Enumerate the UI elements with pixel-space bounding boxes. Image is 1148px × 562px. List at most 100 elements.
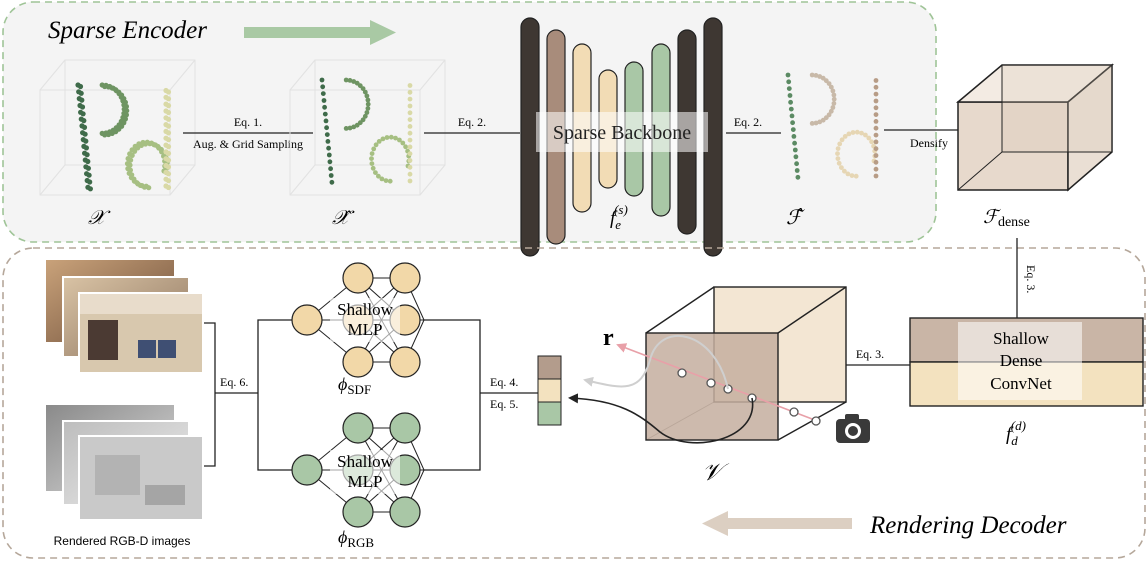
- point: [379, 176, 385, 182]
- point: [320, 91, 326, 96]
- rendered-rgbd-label: Rendered RGB-D images: [54, 534, 191, 548]
- point: [831, 96, 837, 102]
- point: [347, 78, 353, 83]
- point: [323, 118, 329, 124]
- sample-point: [677, 368, 687, 378]
- point: [846, 131, 852, 137]
- point: [790, 127, 796, 132]
- point: [795, 174, 801, 180]
- point: [85, 158, 91, 165]
- sample-point: [789, 407, 799, 417]
- point: [165, 157, 172, 163]
- point: [365, 101, 371, 107]
- point: [360, 86, 366, 91]
- point: [839, 137, 845, 143]
- point: [84, 152, 90, 158]
- mlp-node: [389, 262, 421, 294]
- rgb-image-chair: [138, 340, 156, 358]
- point: [407, 178, 413, 184]
- point: [393, 135, 398, 141]
- rgb-mlp-line2: MLP: [348, 472, 383, 491]
- point: [873, 125, 879, 131]
- point: [830, 105, 836, 110]
- point: [407, 103, 413, 109]
- point: [165, 130, 172, 136]
- rgb-mlp-line1: Shallow: [337, 452, 393, 471]
- encoder-title: Sparse Encoder: [48, 17, 207, 44]
- point: [165, 96, 172, 102]
- point: [326, 152, 332, 158]
- eq6-label: Eq. 6.: [220, 375, 248, 389]
- point: [165, 171, 172, 177]
- point: [343, 77, 349, 83]
- point: [866, 135, 872, 141]
- point: [873, 91, 879, 97]
- point: [407, 110, 413, 116]
- symbol-phi-rgb: ϕRGB: [338, 527, 374, 550]
- point: [83, 145, 89, 151]
- point: [842, 134, 848, 139]
- point: [79, 97, 85, 103]
- point: [403, 144, 408, 150]
- point: [407, 158, 413, 163]
- encoder-border: [2, 1, 937, 243]
- encoder-direction-arrow: [244, 20, 396, 45]
- camera-ray: [616, 343, 821, 423]
- point: [131, 176, 137, 182]
- point: [787, 93, 793, 98]
- point: [371, 146, 377, 152]
- point: [376, 173, 381, 179]
- eq3-horizontal-label: Eq. 3.: [856, 347, 884, 361]
- point: [786, 86, 792, 91]
- point: [793, 154, 799, 160]
- point: [790, 120, 795, 126]
- point: [836, 160, 842, 166]
- point: [320, 84, 326, 90]
- point: [407, 151, 413, 157]
- point: [373, 142, 379, 148]
- mlp-node: [291, 454, 323, 486]
- point: [165, 184, 172, 191]
- point: [83, 138, 89, 144]
- sample-point: [811, 416, 821, 426]
- symbol-f-hat: ℱ̂: [786, 207, 805, 229]
- rgb-mlp: [291, 412, 425, 528]
- point: [127, 162, 133, 168]
- point: [407, 124, 413, 129]
- point: [165, 144, 172, 150]
- point: [165, 103, 172, 109]
- input-point-cloud: [39, 59, 196, 196]
- convnet-line2: Dense: [1000, 351, 1042, 370]
- point: [80, 111, 86, 117]
- decoder-direction-arrow: [702, 511, 852, 536]
- point: [873, 105, 879, 111]
- convnet-line1: Shallow: [993, 329, 1049, 348]
- symbol-f-dense: ℱdense: [983, 207, 1030, 230]
- point: [365, 97, 371, 103]
- point: [873, 139, 879, 145]
- point: [146, 185, 152, 191]
- sdf-mlp-line1: Shallow: [337, 300, 393, 319]
- point: [373, 170, 378, 176]
- rgb-query-arc: [568, 393, 754, 444]
- feature-point-cloud: [785, 72, 879, 180]
- decoder-border: [2, 247, 1146, 559]
- point: [321, 98, 327, 103]
- point: [813, 120, 819, 126]
- rgb-mlp-label-box: [330, 450, 400, 494]
- point: [407, 130, 413, 136]
- mlp-output-bracket: [424, 319, 538, 471]
- point: [324, 132, 330, 138]
- mlp-node: [389, 346, 421, 378]
- symbol-fd-sub: d: [1011, 433, 1018, 448]
- point: [397, 137, 402, 143]
- point: [817, 119, 823, 125]
- point: [842, 168, 847, 174]
- output-vector: [537, 355, 562, 426]
- point: [369, 156, 374, 162]
- mlp-node: [342, 262, 374, 294]
- point: [388, 134, 394, 140]
- rgb-image-chair: [158, 340, 176, 358]
- point: [853, 173, 859, 179]
